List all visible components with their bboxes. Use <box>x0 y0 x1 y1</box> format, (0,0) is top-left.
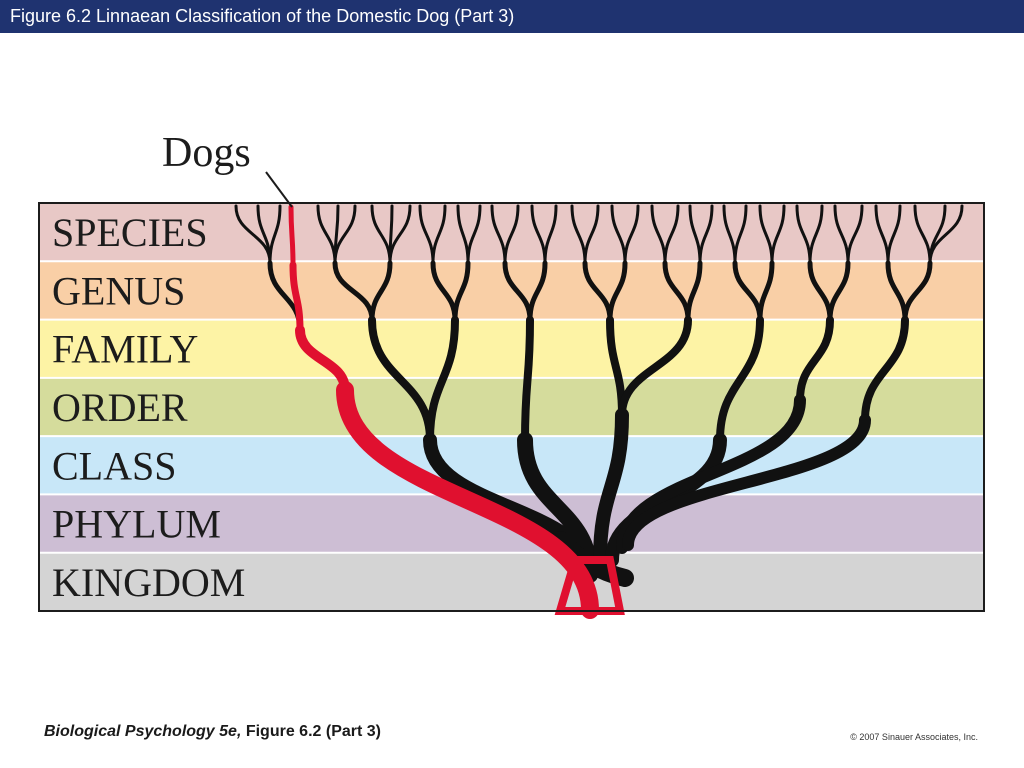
family-branch <box>796 316 834 404</box>
rank-label-phylum: PHYLUM <box>52 502 221 547</box>
species-branch <box>543 204 558 265</box>
rank-labels: SPECIES GENUS FAMILY ORDER CLASS PHYLUM KINGDO… <box>52 210 245 605</box>
family-branch <box>861 316 909 424</box>
class-branch <box>593 408 629 567</box>
species-branch <box>770 204 786 265</box>
genus-branch <box>757 260 775 323</box>
species-branch <box>663 204 680 265</box>
genus-branch <box>685 260 703 323</box>
rank-label-kingdom: KINGDOM <box>52 560 245 605</box>
figure-caption: Biological Psychology 5e, Figure 6.2 (Pa… <box>44 723 381 741</box>
rank-band-class <box>39 436 984 495</box>
copyright-notice: © 2007 Sinauer Associates, Inc. <box>850 732 978 742</box>
species-branch <box>886 204 902 265</box>
rank-label-genus: GENUS <box>52 268 185 313</box>
slide-title: Figure 6.2 Linnaean Classification of th… <box>0 0 1024 33</box>
species-branch <box>698 204 714 265</box>
genus-branch <box>527 260 548 323</box>
species-branch <box>333 204 357 265</box>
genus-branch <box>607 260 628 323</box>
caption-figure-ref: Figure 6.2 (Part 3) <box>241 723 381 740</box>
rank-band-kingdom <box>39 552 984 611</box>
species-branch <box>466 204 482 265</box>
genus-branch <box>369 260 393 323</box>
rank-label-species: SPECIES <box>52 210 208 255</box>
species-branch <box>431 204 447 265</box>
rank-label-order: ORDER <box>52 385 188 430</box>
genus-branch <box>452 260 471 323</box>
family-branch <box>618 316 692 419</box>
class-branch <box>622 414 871 551</box>
species-branch <box>733 204 748 265</box>
genus-branch <box>902 260 933 323</box>
species-branch <box>388 204 412 265</box>
caption-book-title: Biological Psychology 5e, <box>44 723 242 740</box>
rank-band-order <box>39 377 984 437</box>
dogs-label: Dogs <box>162 130 251 176</box>
diagram-frame <box>38 202 985 612</box>
class-branch <box>616 394 806 554</box>
species-branch <box>846 204 864 265</box>
phylogenetic-tree <box>234 204 964 619</box>
family-branch <box>426 316 459 444</box>
dog-lineage-kingdom-to-order <box>336 381 599 619</box>
species-branch <box>503 204 520 265</box>
species-branch <box>583 204 600 265</box>
species-branch <box>928 204 964 265</box>
dog-lineage-family-to-genus <box>289 261 304 334</box>
family-branch <box>716 316 764 444</box>
species-branch <box>808 204 824 265</box>
genus-branch <box>827 260 851 323</box>
dogs-pointer-line <box>265 171 293 208</box>
family-branch <box>521 316 534 444</box>
dog-lineage-genus-to-species <box>288 204 296 268</box>
rank-label-family: FAMILY <box>52 327 198 372</box>
species-branch <box>268 204 282 265</box>
dog-lineage-order-to-family <box>295 325 350 395</box>
species-branch <box>623 204 640 265</box>
rank-label-class: CLASS <box>52 443 177 488</box>
